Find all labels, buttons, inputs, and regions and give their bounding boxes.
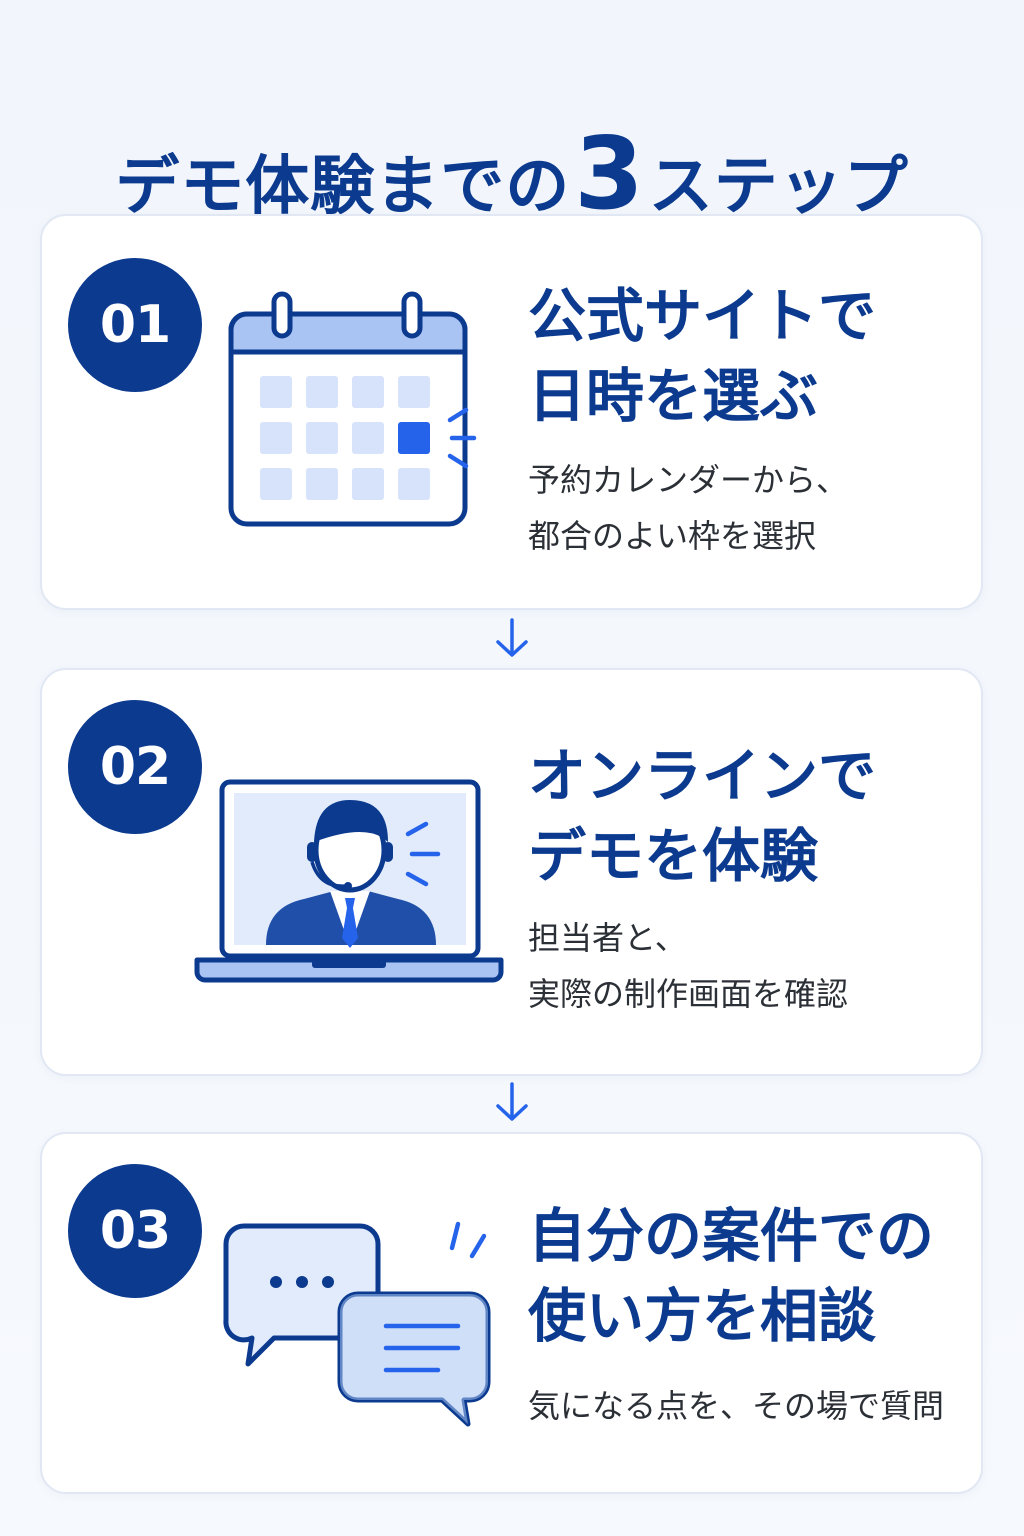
step-description: 予約カレンダーから、 都合のよい枠を選択 <box>528 452 848 564</box>
step-title-line: 公式サイトで <box>528 282 877 350</box>
step-description-line: 担当者と、 <box>528 919 687 957</box>
step-title-line: デモを体験 <box>528 822 819 890</box>
step-title-line: オンラインで <box>528 742 877 810</box>
page-title-number: 3 <box>574 114 645 232</box>
step-title: 自分の案件での 使い方を相談 <box>528 1196 934 1356</box>
arrow-down-icon <box>496 618 528 657</box>
page-title-suffix: ステップ <box>648 149 909 224</box>
step-card-1: 01 公式サイトで 日時を選ぶ 予約カレンダーから、 <box>40 214 983 610</box>
chat-bubbles-icon <box>223 1221 491 1427</box>
step-description-line: 気になる点を、その場で質問 <box>528 1387 945 1425</box>
arrow-down-icon <box>496 1082 528 1121</box>
step-title: オンラインで デモを体験 <box>528 736 876 896</box>
step-card-3: 03 自分の案件での 使い方を相談 気になる点を、その場で質問 <box>40 1132 983 1494</box>
step-title-line: 日時を選ぶ <box>528 362 819 430</box>
step-description-line: 都合のよい枠を選択 <box>528 517 817 555</box>
step-number-badge: 02 <box>68 700 202 834</box>
step-description: 気になる点を、その場で質問 <box>528 1378 944 1434</box>
page-title-prefix: デモ体験までの <box>115 149 571 224</box>
step-number-badge: 01 <box>68 258 202 392</box>
step-number-badge: 03 <box>68 1164 202 1298</box>
step-title-line: 自分の案件での <box>528 1202 935 1270</box>
step-description-line: 予約カレンダーから、 <box>528 461 849 499</box>
page-title: デモ体験までの3ステップ <box>0 118 1024 242</box>
step-description: 担当者と、 実際の制作画面を確認 <box>528 910 848 1022</box>
laptop-video-call-icon <box>194 779 504 983</box>
step-title-line: 使い方を相談 <box>528 1282 877 1350</box>
calendar-icon <box>228 291 477 527</box>
step-description-line: 実際の制作画面を確認 <box>528 975 849 1013</box>
step-title: 公式サイトで 日時を選ぶ <box>528 276 876 436</box>
step-card-2: 02 オンラインで デモを体験 担当者と、 実際の制作画面を確認 <box>40 668 983 1076</box>
